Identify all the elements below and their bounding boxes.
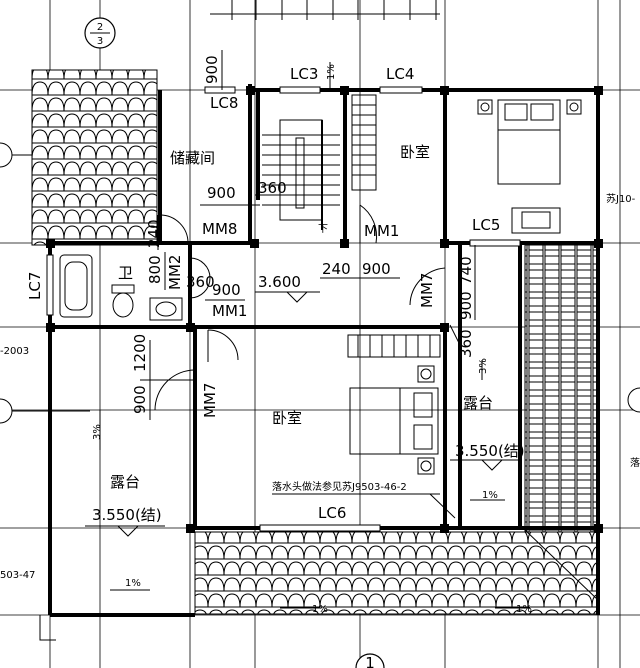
door-mm2: MM2 [166, 255, 184, 290]
dim-800: 800 [146, 255, 164, 284]
room-bedroom-main: 卧室 [272, 409, 302, 427]
window-lc6: LC6 [318, 504, 346, 522]
room-storage: 储藏间 [170, 149, 215, 167]
axis-bubble-right [627, 387, 640, 413]
door-mm1-bath: MM1 [212, 302, 247, 320]
axis-bubble-top: 2 3 [84, 17, 116, 49]
door-mm7-bed: MM7 [201, 383, 219, 418]
dim-900-bath: 900 [212, 281, 241, 299]
tv-stand [511, 207, 561, 234]
dim-740: 740 [457, 256, 475, 285]
window-lc5: LC5 [472, 216, 500, 234]
bed-main [349, 365, 439, 475]
slope-left: 3% [92, 424, 103, 440]
dim-360-bath: 360 [186, 273, 215, 291]
note-ref-left: -2003 [0, 346, 29, 357]
roof-tiles-bottom [194, 531, 599, 615]
slope-bottom-right: 1% [516, 604, 532, 615]
dim-900-left: 900 [131, 385, 149, 414]
dim-360-stair: 360 [258, 179, 287, 197]
slope-top: 1% [326, 64, 337, 80]
window-lc7: LC7 [26, 272, 44, 300]
walls [48, 84, 600, 617]
window-lc3: LC3 [290, 65, 318, 83]
wardrobes [347, 94, 441, 358]
columns [46, 86, 603, 533]
dim-900-mid: 900 [362, 260, 391, 278]
dim-900-right: 900 [457, 291, 475, 320]
dim-1200: 1200 [131, 334, 149, 372]
elevation-terrace-right: 3.550(结) [455, 442, 525, 460]
door-swings [154, 204, 446, 411]
dim-240-mid: 240 [322, 260, 351, 278]
door-mm8: MM8 [202, 220, 237, 238]
roof-tiles-top-left [31, 69, 158, 246]
elevation-terrace-left: 3.550(结) [92, 506, 162, 524]
slope-bottom-left: 1% [125, 578, 141, 589]
note-ref-bottom-left: 503-47 [0, 570, 35, 581]
door-mm7-right: MM7 [418, 273, 436, 308]
axis-bubble-bottom: 1 [355, 653, 385, 668]
window-lc4: LC4 [386, 65, 414, 83]
bathroom-fixtures [59, 254, 183, 321]
stair-down-label: 下 [318, 224, 328, 235]
slope-right: 3% [478, 358, 489, 374]
axis-bubble-top-num: 2 [97, 22, 103, 33]
axis-bubble-left-a [0, 142, 13, 168]
room-terrace-left: 露台 [110, 473, 140, 491]
roof-tiles-right [524, 244, 599, 536]
window-lc8: LC8 [210, 94, 238, 112]
top-dimension-strip [210, 0, 440, 20]
door-mm1-top: MM1 [364, 222, 399, 240]
room-bedroom-top: 卧室 [400, 143, 430, 161]
bed-top [477, 99, 582, 185]
room-bathroom: 卫 [118, 264, 133, 282]
staircase [262, 119, 340, 230]
windows [46, 86, 521, 532]
slope-bottom-mid: 1% [312, 604, 328, 615]
axis-bubble-bottom-label: 1 [365, 654, 375, 668]
elevation-marks [85, 291, 520, 537]
note-ref-top-right: 苏J10- [606, 192, 636, 205]
dim-900-top: 900 [203, 55, 221, 84]
room-terrace-right: 露台 [463, 394, 493, 412]
note-ref-right: 落 [630, 457, 640, 469]
dim-900-storage: 900 [207, 184, 236, 202]
slope-right-mid: 1% [482, 490, 498, 501]
axis-bubble-left-b [0, 398, 13, 424]
dimension-lines [140, 50, 476, 420]
elevation-floor: 3.600 [258, 273, 301, 291]
dim-360-right: 360 [457, 329, 475, 358]
note-downspout: 落水头做法参见苏J9503-46-2 [272, 480, 407, 493]
dim-240-left: 240 [145, 219, 163, 248]
axis-bubble-top-den: 3 [97, 36, 103, 47]
